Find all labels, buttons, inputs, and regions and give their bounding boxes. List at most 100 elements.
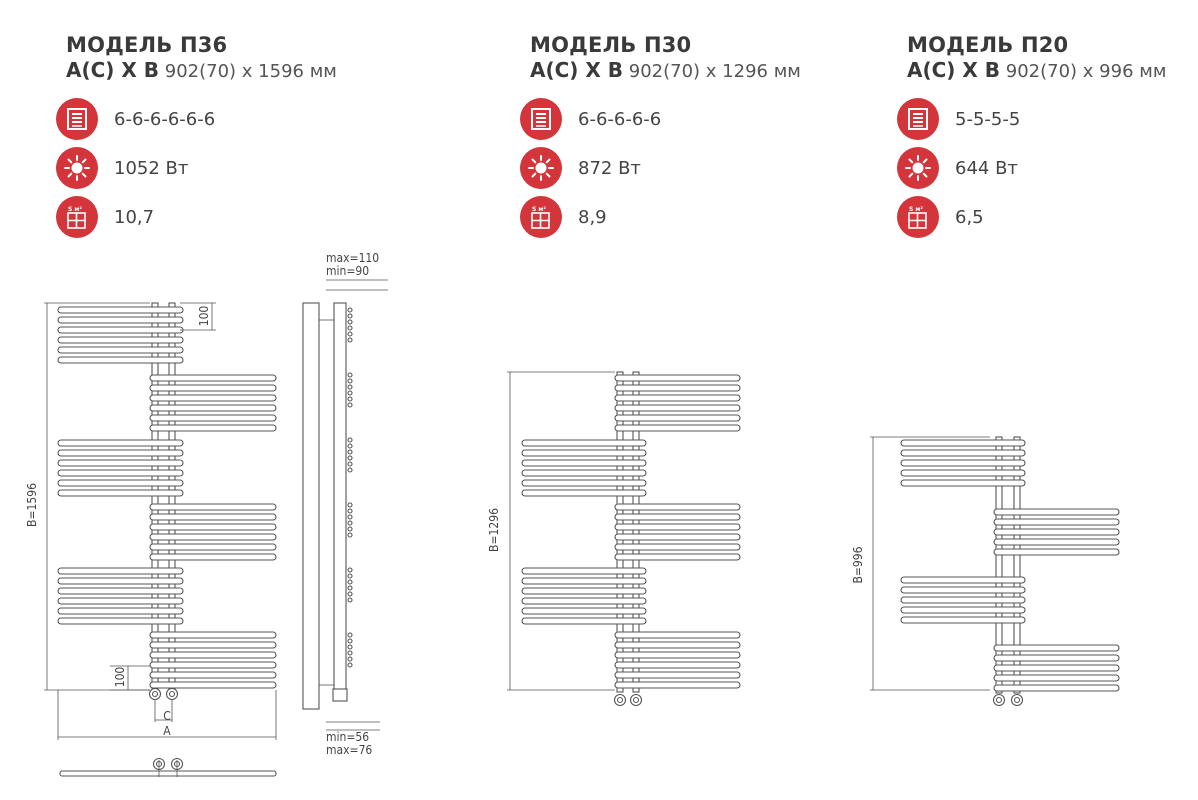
side-bar-end (347, 384, 353, 390)
valve-core (168, 690, 176, 698)
side-bar-end (347, 502, 353, 508)
side-bar-end (347, 526, 353, 532)
side-bar-end (347, 443, 353, 449)
rail-bar (521, 479, 647, 487)
area-badge-text: S м² (909, 206, 923, 213)
rail-bar (900, 469, 1026, 477)
rail-bar (149, 384, 277, 392)
collector-pipe (616, 371, 624, 693)
rail-bar (149, 424, 277, 432)
model-p36-header: МОДЕЛЬ П36 А(С) Х В 902(70) х 1596 мм (66, 32, 337, 84)
area-grid-icon: S м² (56, 196, 98, 238)
area-badge-text: S м² (532, 206, 546, 213)
side-bar-end (347, 402, 353, 408)
side-bar-end (347, 390, 353, 396)
side-bar-end (347, 467, 353, 473)
rail-bar (614, 404, 741, 412)
rail-bar (149, 503, 277, 511)
dims-value: 902(70) х 1596 мм (164, 61, 337, 82)
rail-bar (993, 664, 1120, 672)
side-bar-end (347, 597, 353, 603)
model-p20-header: МОДЕЛЬ П20 А(С) Х В 902(70) х 996 мм (907, 32, 1166, 84)
rail-bar (57, 469, 184, 477)
sections-icon (897, 98, 939, 140)
side-bar-end (347, 372, 353, 378)
rail-bar (521, 597, 647, 605)
valve-core (616, 696, 624, 704)
side-valve (332, 688, 348, 702)
rail-bar (614, 661, 741, 669)
collector-pipe (995, 436, 1003, 694)
spec-area: S м² 10,7 (56, 196, 154, 238)
rail-bar (900, 606, 1026, 614)
rail-bar (614, 523, 741, 531)
side-bar-end (347, 662, 353, 668)
rail-bar (900, 586, 1026, 594)
side-bar-end (347, 307, 353, 313)
height-label-p30: В=1296 (487, 508, 501, 552)
power-value: 1052 Вт (114, 157, 189, 179)
valve (613, 693, 627, 707)
rail-bar (57, 577, 184, 585)
dims-label: А(С) Х В (530, 58, 624, 82)
rail-bar (57, 326, 184, 334)
valve (992, 693, 1006, 707)
valve-core (995, 696, 1003, 704)
rail-bar (57, 607, 184, 615)
area-grid-icon: S м² (897, 196, 939, 238)
rail-bar (149, 533, 277, 541)
rail-bar (521, 567, 647, 575)
side-profile (302, 302, 320, 710)
spacing-label-bottom: 100 (113, 667, 127, 688)
rail-bar (149, 553, 277, 561)
rail-bar (900, 576, 1026, 584)
spec-sections: 6-6-6-6-6 (520, 98, 661, 140)
c-dimension-label: C (163, 709, 171, 723)
rail-bar (149, 414, 277, 422)
rail-bar (993, 538, 1120, 546)
a-dimension-label: A (163, 724, 171, 738)
rail-bar (57, 439, 184, 447)
rail-bar (57, 597, 184, 605)
model-title: МОДЕЛЬ П30 (530, 33, 692, 57)
sections-value: 6-6-6-6-6-6 (114, 108, 216, 130)
rail-bar (993, 518, 1120, 526)
model-dims: А(С) Х В 902(70) х 1596 мм (66, 58, 337, 84)
sun-icon (897, 147, 939, 189)
side-bar-end (347, 461, 353, 467)
rail-bar (614, 414, 741, 422)
model-dims: А(С) Х В 902(70) х 1296 мм (530, 58, 801, 84)
rail-bar (57, 356, 184, 364)
spec-area: S м² 6,5 (897, 196, 984, 238)
radiator-drawings (44, 279, 1120, 777)
side-bar-end (347, 632, 353, 638)
rail-bar (521, 489, 647, 497)
height-label-p36: В=1596 (25, 483, 39, 527)
side-bar-end (347, 508, 353, 514)
side-bar-end (347, 378, 353, 384)
rail-bar (614, 374, 741, 382)
side-bar-end (347, 514, 353, 520)
valve-core (1013, 696, 1021, 704)
side-bar-end (347, 579, 353, 585)
spec-area: S м² 8,9 (520, 196, 607, 238)
side-bar-end (347, 313, 353, 319)
valve-core (632, 696, 640, 704)
rail-bar (614, 394, 741, 402)
rail-bar (614, 384, 741, 392)
rail-bar (993, 528, 1120, 536)
rail-bar (57, 449, 184, 457)
rail-bar (614, 503, 741, 511)
rail-bar (57, 617, 184, 625)
rail-bar (57, 306, 184, 314)
area-grid-icon: S м² (520, 196, 562, 238)
rail-bar (149, 681, 277, 689)
rail-bar (149, 374, 277, 382)
rail-bar (614, 543, 741, 551)
rail-bar (900, 439, 1026, 447)
dims-value: 902(70) х 1296 мм (628, 61, 801, 82)
rail-bar (993, 644, 1120, 652)
rail-bar (57, 346, 184, 354)
rail-bar (149, 661, 277, 669)
rail-bar (149, 543, 277, 551)
